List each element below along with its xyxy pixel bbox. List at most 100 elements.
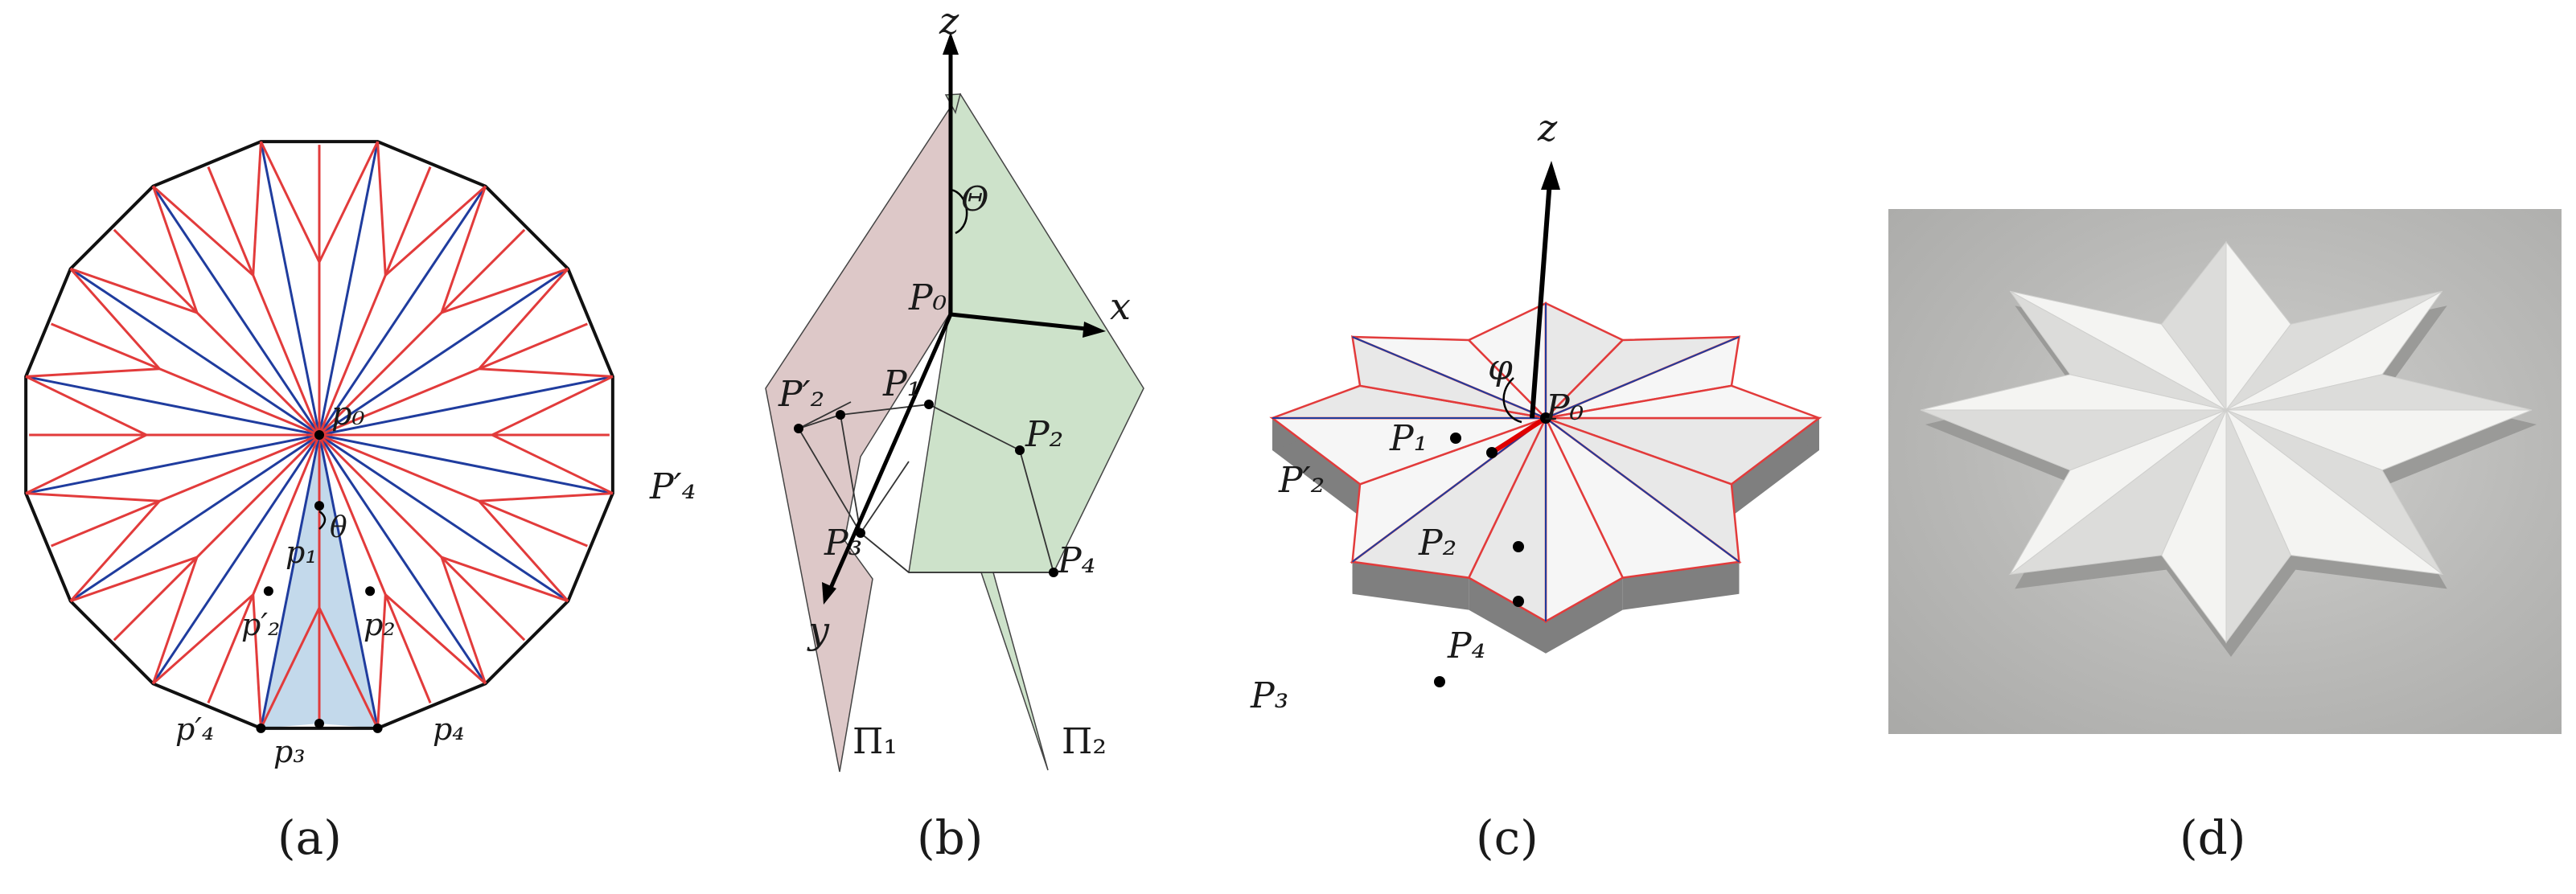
- mountain-crease: [151, 186, 199, 314]
- model-crease: [1545, 384, 1732, 419]
- label-p2: p₂: [364, 607, 396, 642]
- mountain-crease: [195, 433, 321, 559]
- label-p3: p₃: [273, 734, 306, 769]
- label-Pi1: Π₁: [853, 721, 898, 762]
- mountain-crease: [195, 311, 321, 437]
- mountain-crease: [70, 267, 198, 314]
- paper-facet: [2161, 240, 2227, 412]
- line-p1-p2: [928, 404, 1021, 451]
- mountain-crease: [252, 594, 262, 728]
- mountain-crease: [25, 375, 147, 437]
- mountain-crease: [260, 141, 321, 263]
- valley-crease: [152, 185, 321, 436]
- label-P4-prime: P′₄: [649, 466, 696, 507]
- z-arrowhead-c: [1541, 161, 1560, 190]
- model-crease: [1545, 417, 1624, 579]
- mountain-crease: [260, 607, 321, 729]
- valley-crease: [69, 268, 320, 437]
- vertex-dot: [314, 718, 324, 728]
- model-crease: [1545, 417, 1732, 486]
- vertex-dot: [365, 586, 376, 597]
- mountain-crease: [51, 499, 160, 547]
- valley-crease: [25, 433, 320, 495]
- mountain-crease: [69, 268, 161, 370]
- mountain-crease: [479, 492, 613, 502]
- model-vertex: [1434, 676, 1445, 687]
- edge-P0-P1: [1490, 416, 1547, 455]
- point-P2: [1015, 445, 1025, 455]
- valley-crease: [318, 375, 614, 437]
- caption-c: (c): [1476, 810, 1539, 865]
- panel-d-caption: (d): [2180, 810, 2245, 865]
- side-wall: [1272, 418, 1361, 517]
- vertex-dot: [263, 586, 273, 597]
- valley-crease: [318, 434, 380, 729]
- z-arrowhead: [943, 32, 959, 55]
- model-vertex: [1450, 433, 1461, 444]
- mountain-crease: [318, 434, 387, 596]
- valley-crease: [318, 434, 487, 685]
- vertex-dot: [256, 723, 266, 733]
- mountain-crease: [25, 433, 147, 494]
- model-crease: [1351, 417, 1547, 563]
- label-P3-c: P₃: [1250, 675, 1288, 716]
- mountain-crease: [26, 492, 160, 502]
- model-crease: [1545, 417, 1740, 563]
- caption-b: (b): [917, 810, 983, 865]
- mountain-crease: [440, 556, 487, 684]
- panel-c-folded-model: z φ P₀ P₁ P′₂ P₂ P₄ P₃ (c): [1250, 106, 1822, 865]
- point-P3: [856, 528, 865, 538]
- side-wall: [1731, 418, 1819, 517]
- mountain-crease: [152, 593, 254, 685]
- label-p4-prime: p′₄: [175, 712, 214, 747]
- mountain-crease: [113, 556, 199, 642]
- mountain-crease: [152, 185, 254, 277]
- label-phi: φ: [1488, 347, 1513, 388]
- mountain-crease: [384, 166, 432, 276]
- valley-crease: [69, 433, 320, 602]
- model-crease: [1545, 339, 1624, 419]
- label-P0: P₀: [908, 277, 947, 318]
- valley-crease: [318, 433, 569, 602]
- photo-paper-shape: [1920, 240, 2537, 657]
- side-wall: [1546, 577, 1623, 654]
- mountain-crease: [479, 499, 588, 547]
- label-p2-prime: p′₂: [241, 607, 280, 642]
- phi-arc: [1502, 377, 1522, 424]
- label-Pi2: Π₂: [1062, 721, 1107, 762]
- model-vertex: [1513, 596, 1524, 607]
- label-Theta: Θ: [961, 179, 988, 219]
- line-p3-bottom: [860, 532, 910, 573]
- mountain-crease: [440, 186, 487, 314]
- label-z: z: [939, 0, 959, 43]
- label-P2: P₂: [1025, 414, 1063, 455]
- mountain-crease: [69, 500, 161, 602]
- label-P0-c: P₀: [1545, 388, 1584, 429]
- vertex-dot: [372, 723, 383, 733]
- y-axis: [826, 313, 953, 595]
- label-p1: p₁: [286, 535, 318, 570]
- valley-crease: [318, 268, 569, 437]
- mountain-crease: [252, 434, 321, 596]
- mountain-crease: [376, 141, 387, 276]
- mountain-crease: [318, 311, 443, 437]
- side-wall: [1469, 577, 1546, 654]
- mountain-crease: [252, 274, 321, 436]
- plane-pi1: [765, 105, 951, 773]
- mountain-crease: [440, 228, 526, 314]
- mountain-crease: [158, 433, 320, 502]
- vertex-dot: [314, 430, 324, 440]
- line-p2-p4: [1019, 449, 1054, 573]
- label-z-c: z: [1537, 106, 1558, 150]
- label-P4: P₄: [1057, 540, 1095, 581]
- label-y: y: [807, 609, 830, 652]
- label-theta: θ: [330, 511, 347, 544]
- mountain-crease: [207, 166, 255, 276]
- label-P1: P₁: [882, 363, 921, 404]
- mountain-crease: [491, 375, 614, 437]
- mountain-crease: [318, 141, 379, 263]
- caption-a: (a): [277, 810, 342, 865]
- point-P4: [1049, 568, 1058, 577]
- mountain-crease: [151, 556, 199, 684]
- photo-folded-paper-model: [1888, 209, 2562, 734]
